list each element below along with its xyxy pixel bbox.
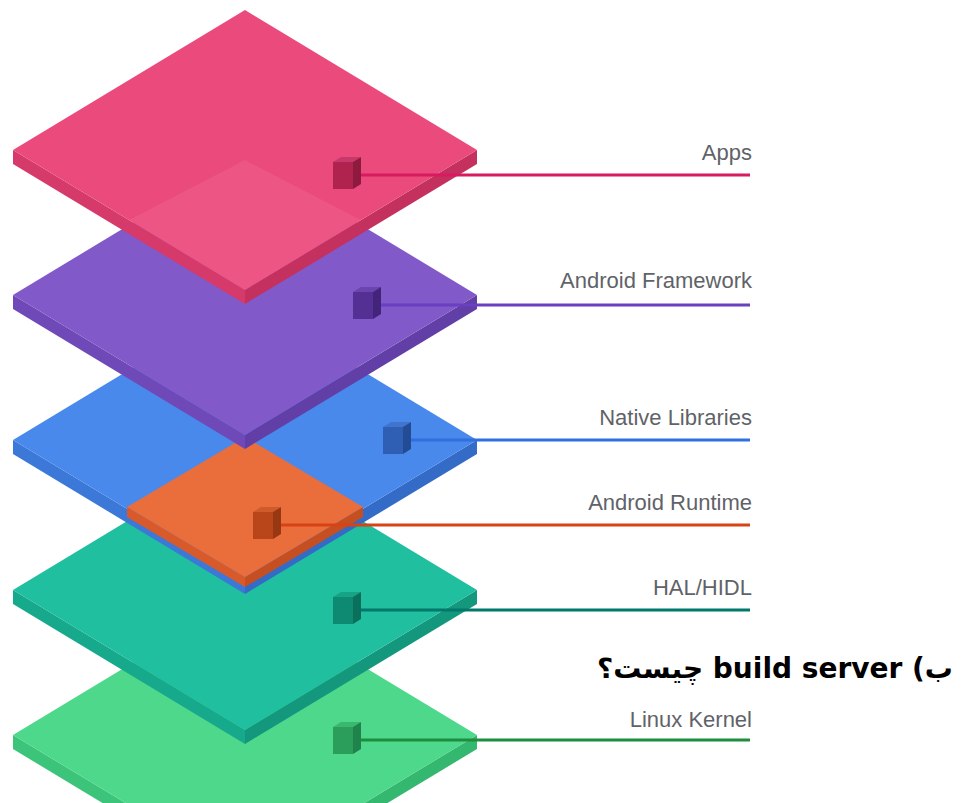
layer-label: Linux Kernel: [630, 707, 752, 733]
android-runtime-layer: [127, 437, 363, 587]
layer-connector-cube: [333, 722, 361, 754]
layer-label: Apps: [702, 140, 752, 166]
layer-connector-cube: [333, 157, 361, 189]
leader-line: [347, 739, 750, 742]
leader-line: [347, 174, 750, 177]
layer-label: Native Libraries: [599, 405, 752, 431]
cube-side: [353, 157, 361, 189]
overlay-question: ب) build server چیست؟: [597, 652, 953, 686]
cube-side: [353, 592, 361, 624]
leader-line: [397, 439, 750, 442]
cube-side: [373, 287, 381, 319]
overlap-shade: [129, 160, 361, 290]
layer-top: [13, 10, 477, 290]
cube-side: [353, 722, 361, 754]
layer-label: Android Runtime: [588, 490, 752, 516]
leader-line: [347, 609, 750, 612]
layer-label: HAL/HIDL: [653, 575, 752, 601]
layer-label: Android Framework: [560, 268, 752, 294]
cube-face: [333, 597, 353, 624]
layer-connector-cube: [253, 507, 281, 539]
cube-face: [253, 512, 273, 539]
leader-line: [267, 524, 750, 527]
layer-top: [127, 437, 363, 577]
cube-face: [353, 292, 373, 319]
apps-layer: [13, 10, 477, 304]
cube-face: [333, 727, 353, 754]
leader-line: [367, 304, 750, 307]
layer-connector-cube: [383, 422, 411, 454]
cube-face: [383, 427, 403, 454]
cube-face: [333, 162, 353, 189]
layer-connector-cube: [353, 287, 381, 319]
cube-side: [273, 507, 281, 539]
cube-side: [403, 422, 411, 454]
layer-connector-cube: [333, 592, 361, 624]
